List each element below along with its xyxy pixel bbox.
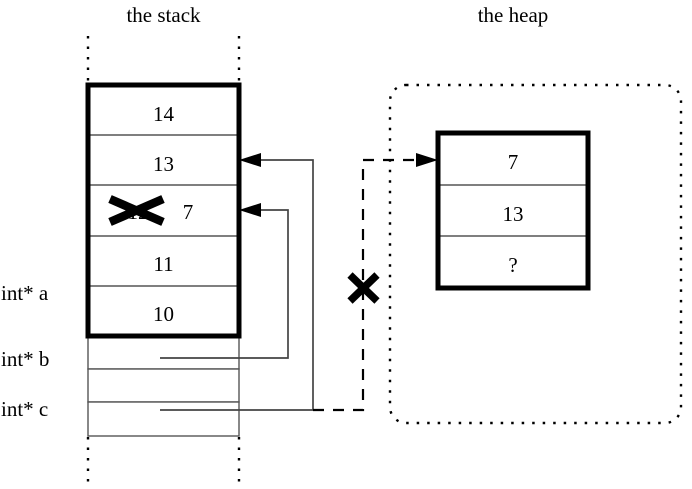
heap-title: the heap [477,3,549,27]
arrowhead-c-to-stack [239,153,261,167]
stack-cell-value-14: 14 [153,102,174,126]
pointer-wire-b-to-stack [160,209,289,359]
stack-cell-value-7: 7 [182,200,194,224]
stack-frame-box [85,82,242,339]
struck-value-cross-icon [108,195,165,226]
severed-heap-pointer-cross-icon [347,272,380,304]
stack-slot-b [87,368,240,403]
variable-label-a: int* a [1,281,49,305]
heap-region-outline [388,83,683,425]
pointer-wire-c-to-heap-dashed [313,158,425,412]
stack-cell-struck-value-12: 12 [127,200,149,224]
stack-title: the stack [126,3,201,27]
stack-slot-c [87,401,240,437]
stack-cell-value-11: 11 [153,252,174,276]
heap-cell-value-7: 7 [507,150,519,174]
variable-label-c: int* c [1,397,49,421]
heap-cell-value-unknown: ? [508,253,518,277]
heap-block-box [435,130,591,291]
pointer-wire-c-to-stack [160,159,314,411]
variable-label-b: int* b [1,347,50,371]
stack-cell-value-10: 10 [153,302,174,326]
arrowhead-b-to-stack [239,203,261,217]
heap-cell-value-13: 13 [502,202,524,226]
stack-slot-a [87,335,240,370]
arrowhead-c-to-heap [416,153,438,167]
stack-cell-value-13: 13 [153,152,174,176]
